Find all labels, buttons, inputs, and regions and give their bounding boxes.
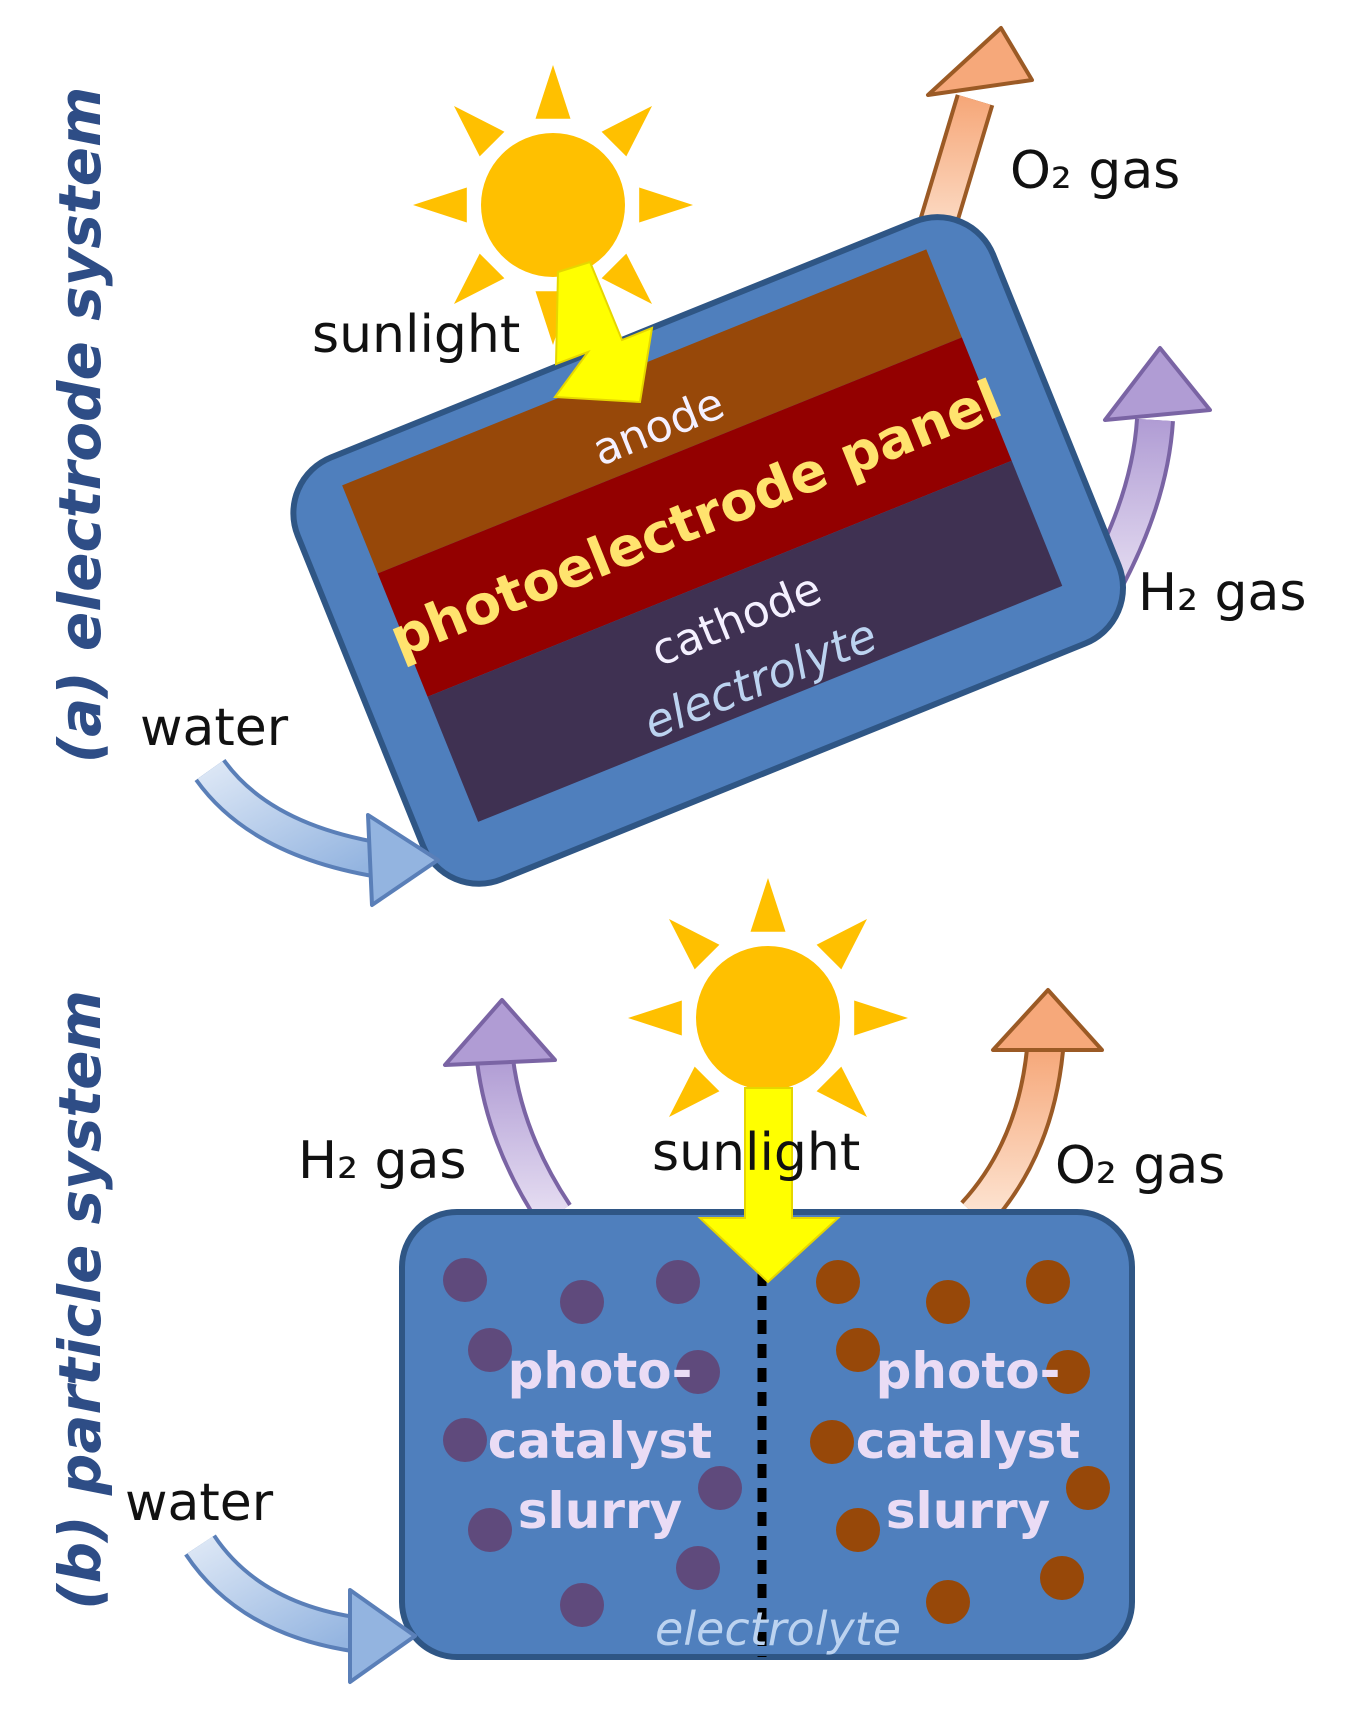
sun-icon-a [413,65,693,345]
sun-ray [454,253,505,304]
sun-ray [816,1066,867,1117]
particle [676,1350,720,1394]
sun-ray [854,1000,908,1036]
water-arrow-a [194,758,440,907]
right-slurry-line-1: photo- [876,1342,1061,1400]
left-slurry-line-3: slurry [518,1482,682,1540]
photoelectrode-layer [377,337,1012,697]
sun-ray [628,1000,682,1036]
panel-b-side-label: (b) particle system [46,990,114,1610]
particle [1066,1466,1110,1510]
particle [1046,1350,1090,1394]
sun-ray [601,253,652,304]
sun-ray [750,878,786,932]
particle [676,1546,720,1590]
sunlight-label-b: sunlight [652,1123,860,1183]
o2-gas-label-a: O₂ gas [1010,141,1180,201]
o2-gas-label-b: O₂ gas [1055,1136,1225,1196]
right-slurry-line-2: catalyst [856,1412,1080,1470]
sunlight-label-a: sunlight [312,305,520,365]
o2-photocatalyst-particles [810,1260,1110,1624]
particle [926,1580,970,1624]
sun-icon-b [628,878,908,1158]
water-arrow-b [184,1534,417,1684]
cathode-layer [427,460,1063,822]
sun-ray [413,187,467,223]
anode-layer [342,249,962,574]
particle [1026,1260,1070,1304]
panel-a-side-label: (a) electrode system [46,87,114,764]
particle [656,1260,700,1304]
particle [836,1508,880,1552]
sun-ray [669,1066,720,1117]
sun-ray [669,919,720,970]
particle [816,1260,860,1304]
particle [926,1280,970,1324]
h2-gas-arrow-b [443,998,572,1227]
electrolyte-label-b: electrolyte [655,1602,901,1656]
left-slurry-line-2: catalyst [488,1412,712,1470]
electrode-container: anode photoelectrode panel cathode elect… [290,214,1126,887]
particle [560,1583,604,1627]
sunlight-arrow-a [553,260,654,404]
sun-ray [816,919,867,970]
h2-gas-label-b: H₂ gas [298,1131,466,1191]
particle [468,1328,512,1372]
particle [1040,1556,1084,1600]
water-label-a: water [140,698,289,758]
particle [810,1420,854,1464]
h2-gas-label-a: H₂ gas [1138,563,1306,623]
particle [560,1280,604,1324]
water-label-b: water [125,1473,274,1533]
sun-ray [601,106,652,157]
particle [468,1508,512,1552]
panel-a: (a) electrode system anode photoelectrod… [46,26,1306,907]
o2-gas-arrow-b [960,988,1104,1229]
particle [443,1258,487,1302]
panel-b: (b) particle system photo- catalyst slur… [46,878,1225,1684]
h2-photocatalyst-particles [443,1258,742,1627]
sunlight-arrow-b [697,1087,841,1284]
particle [836,1328,880,1372]
sun-ray [535,65,571,119]
sun-ray [639,187,693,223]
sun-ray [454,106,505,157]
particle [698,1466,742,1510]
left-slurry-line-1: photo- [508,1342,693,1400]
particle [443,1418,487,1462]
right-slurry-line-3: slurry [886,1482,1050,1540]
